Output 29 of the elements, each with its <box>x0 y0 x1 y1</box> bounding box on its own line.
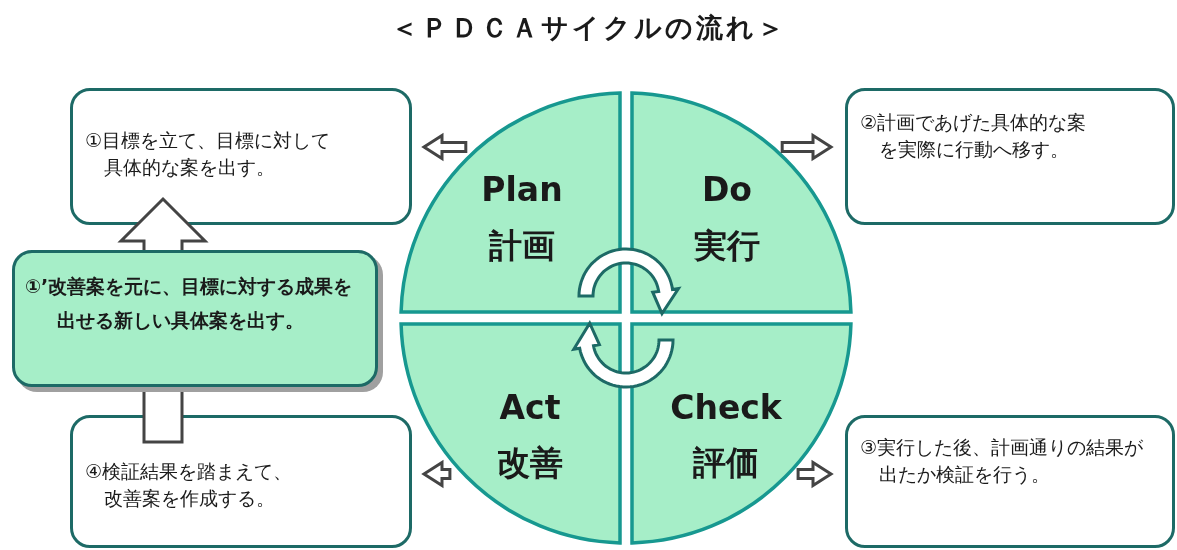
quadrant-label: Check <box>670 388 782 428</box>
block-arrow <box>780 132 834 162</box>
quadrant-label: 改善 <box>497 443 563 483</box>
quadrant-segment <box>630 91 853 314</box>
text-box <box>845 88 1175 225</box>
box-text: ①’改善案を元に、目標に対する成果を出せる新しい具体案を出す。 <box>25 274 354 333</box>
quadrant-label: 実行 <box>694 226 760 266</box>
quadrant-segment <box>399 322 622 545</box>
block-arrow <box>117 196 209 444</box>
quadrant-segment <box>630 322 853 545</box>
block-arrow <box>421 459 452 489</box>
quadrant-segment <box>399 91 622 314</box>
box-text: ①目標を立て、目標に対して具体的な案を出す。 <box>85 128 332 180</box>
quadrant-label: 評価 <box>693 443 759 483</box>
title: ＜ＰＤＣＡサイクルの流れ＞ <box>389 11 788 45</box>
box-text: ③実行した後、計画通りの結果が出たか検証を行う。 <box>860 435 1145 487</box>
text-box <box>70 88 412 225</box>
quadrant-label: 計画 <box>489 226 555 266</box>
curved-arrow <box>570 319 675 389</box>
curved-arrow <box>577 247 682 317</box>
quadrant-label: Plan <box>481 170 563 210</box>
block-arrow <box>796 459 834 489</box>
quadrant-label: Do <box>701 170 753 210</box>
block-arrow <box>421 132 468 162</box>
box-text: ④検証結果を踏まえて、改善案を作成する。 <box>85 459 294 511</box>
text-box <box>845 415 1175 548</box>
quadrant-label: Act <box>499 388 561 428</box>
text-box <box>70 415 412 548</box>
box-text: ②計画であげた具体的な案を実際に行動へ移す。 <box>860 110 1088 162</box>
